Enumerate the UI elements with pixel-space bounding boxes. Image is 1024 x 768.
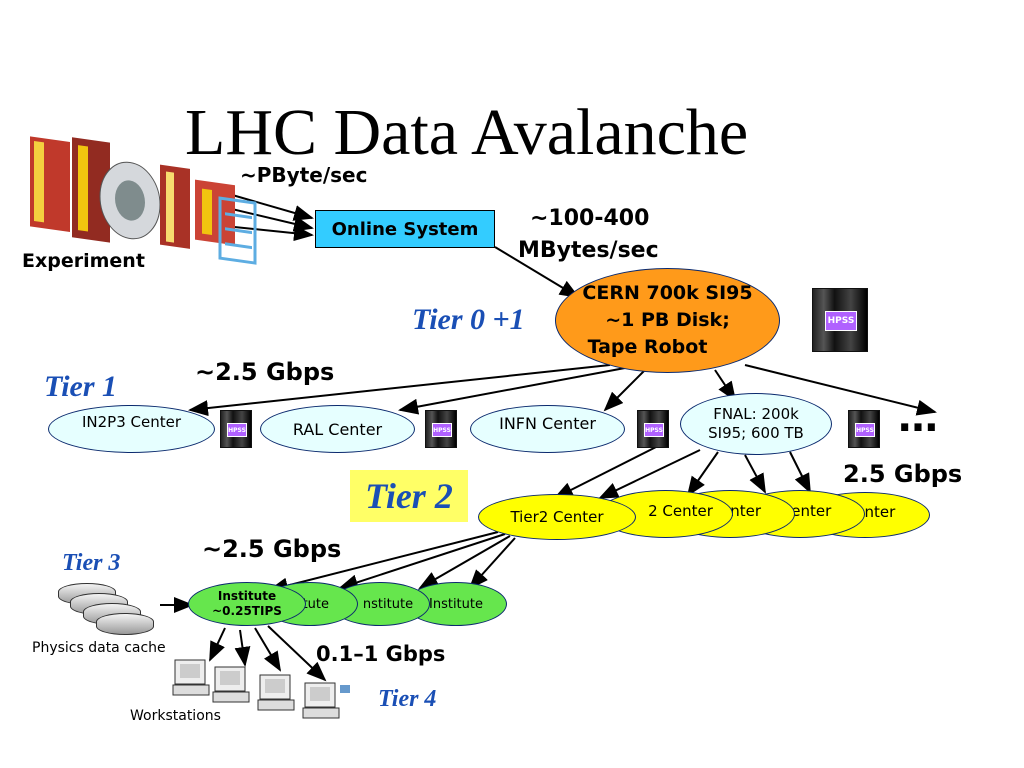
- online-rate-line2: MBytes/sec: [518, 238, 659, 263]
- tier2-center-node-front: Tier2 Center: [478, 494, 636, 540]
- infn-center-node: INFN Center: [470, 405, 625, 453]
- disk-icon: [96, 613, 154, 635]
- detector-image: [30, 136, 257, 265]
- tier3-label: Tier 3: [62, 550, 121, 576]
- ral-center-label: RAL Center: [292, 419, 383, 439]
- tier2-label: Tier 2: [350, 470, 468, 522]
- ral-hpss-icon: HPSS: [425, 410, 457, 448]
- online-rate-line1: ~100-400: [530, 206, 650, 231]
- hpss-tag: HPSS: [432, 423, 452, 437]
- workstation-icon: [212, 666, 250, 703]
- page-title: LHC Data Avalanche: [185, 96, 749, 169]
- online-system-box: Online System: [315, 210, 495, 248]
- infn-hpss-icon: HPSS: [637, 410, 669, 448]
- in2p3-center-node: IN2P3 Center: [48, 405, 215, 453]
- tier2-link-rate: 2.5 Gbps: [843, 460, 963, 488]
- tier4-link-rate: 0.1–1 Gbps: [316, 642, 446, 666]
- institute-node-4: Institute: [405, 582, 507, 626]
- in2p3-center-label: IN2P3 Center: [81, 413, 182, 431]
- institute-line2: ~0.25TIPS: [212, 604, 282, 618]
- hpss-tag: HPSS: [644, 423, 664, 437]
- fnal-line2: SI95; 600 TB: [708, 424, 804, 442]
- cern-hpss-server-icon: HPSS: [812, 288, 868, 352]
- cern-node: CERN 700k SI95 ~1 PB Disk; Tape Robot: [555, 268, 780, 373]
- tier2-center-label: Tier2 Center: [510, 508, 604, 526]
- cern-line2: ~1 PB Disk;: [605, 309, 730, 331]
- tier0-label: Tier 0 +1: [412, 303, 525, 336]
- cern-line1: CERN 700k SI95: [582, 282, 753, 304]
- hpss-tag: HPSS: [227, 423, 247, 437]
- fnal-center-node: FNAL: 200k SI95; 600 TB: [680, 393, 832, 455]
- cern-line3: Tape Robot: [587, 336, 708, 358]
- hpss-tag: HPSS: [855, 423, 875, 437]
- infn-center-label: INFN Center: [499, 413, 596, 433]
- more-centers-ellipsis: …: [898, 395, 938, 441]
- in2p3-hpss-icon: HPSS: [220, 410, 252, 448]
- institute-line1: Institute: [217, 589, 277, 603]
- fnal-line1: FNAL: 200k: [713, 405, 799, 423]
- tier1-link-rate: ~2.5 Gbps: [195, 358, 335, 386]
- institute-label: nstitute: [362, 596, 414, 612]
- physics-data-cache-disks: [58, 583, 168, 638]
- institute-label: Institute: [429, 596, 483, 612]
- fnal-hpss-icon: HPSS: [848, 410, 880, 448]
- workstations-label: Workstations: [130, 708, 221, 724]
- institute-node-front: Institute ~0.25TIPS: [188, 582, 306, 626]
- workstation-icon: [302, 682, 350, 719]
- experiment-label: Experiment: [22, 250, 145, 272]
- tier1-label: Tier 1: [44, 370, 118, 403]
- tier3-link-rate: ~2.5 Gbps: [202, 535, 342, 563]
- tier2-center-label: 2 Center: [648, 502, 713, 520]
- tier4-label: Tier 4: [378, 686, 437, 712]
- workstation-icon: [257, 674, 295, 711]
- physics-data-cache-label: Physics data cache: [32, 640, 166, 656]
- workstations-icons: [172, 659, 350, 719]
- hpss-tag: HPSS: [825, 311, 857, 331]
- experiment-rate: ~PByte/sec: [240, 163, 368, 187]
- institute-label: itute: [298, 596, 330, 612]
- ral-center-node: RAL Center: [260, 405, 415, 453]
- workstation-icon: [172, 659, 210, 696]
